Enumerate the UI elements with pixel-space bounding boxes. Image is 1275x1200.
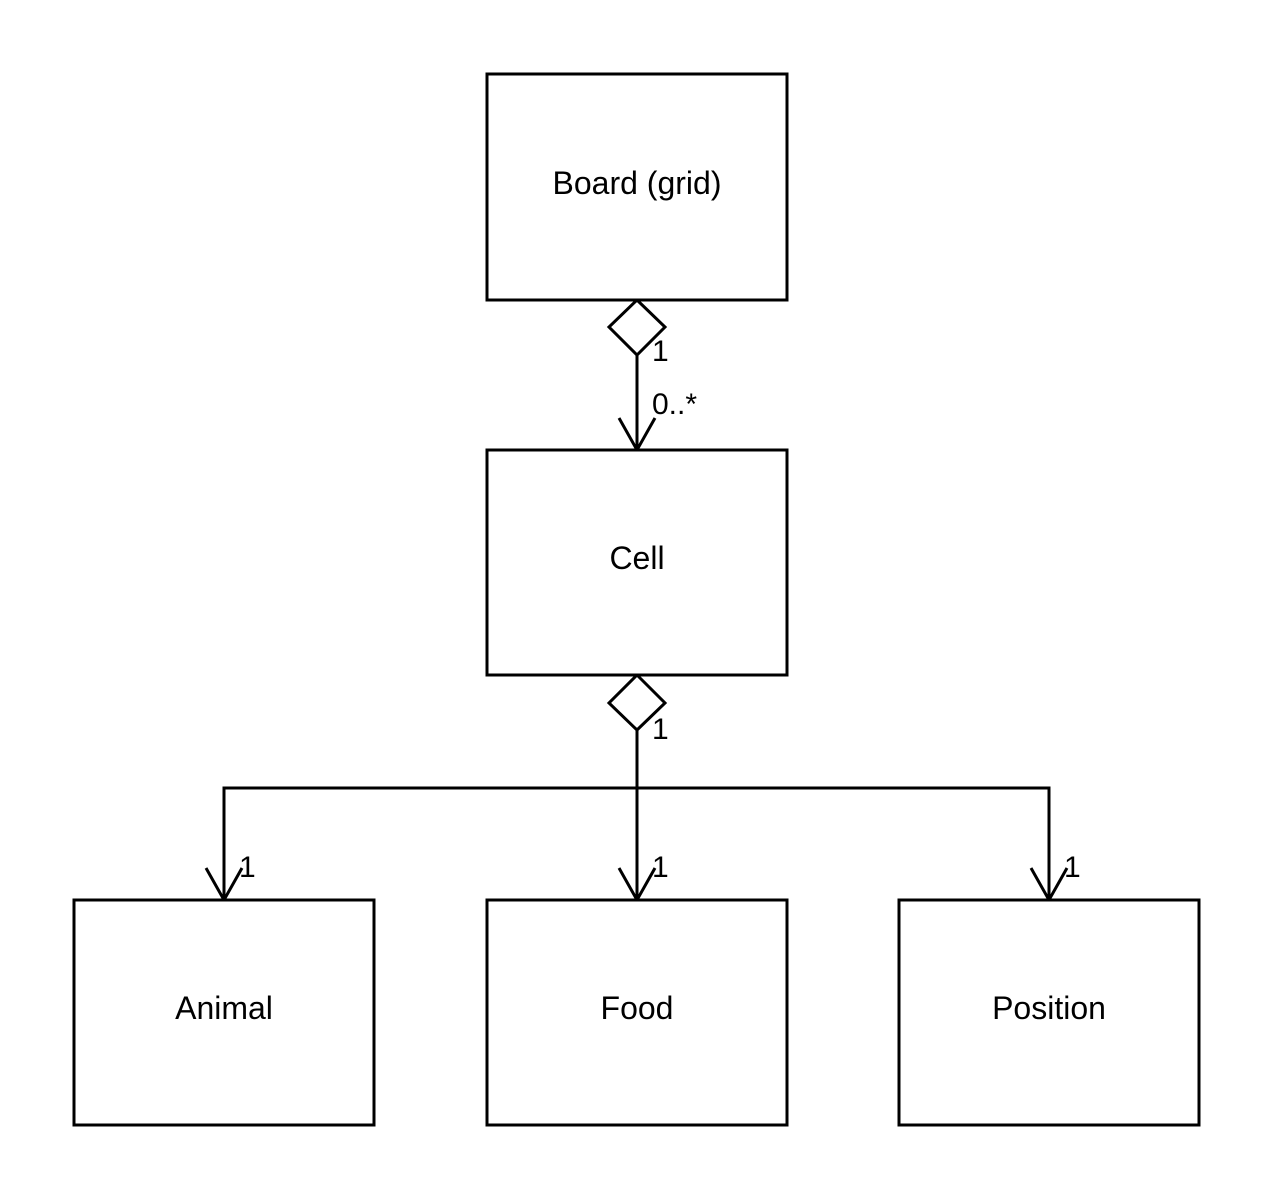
food-label: Food: [601, 990, 674, 1026]
food-multiplicity: 1: [652, 851, 669, 884]
animal-box: [72, 898, 376, 1127]
class-board: Board (grid): [485, 72, 789, 302]
cell-box: [485, 448, 789, 677]
class-position: Position: [897, 898, 1201, 1127]
class-cell: Cell: [485, 448, 789, 677]
cell-aggregation-diamond: [606, 672, 668, 733]
position-box: [897, 898, 1201, 1127]
position-multiplicity: 1: [1064, 851, 1081, 884]
cell-children-aggregation: [204, 672, 1069, 904]
board-multiplicity: 1: [652, 335, 669, 368]
cell-source-multiplicity: 1: [652, 713, 669, 746]
cell-label: Cell: [609, 540, 664, 576]
board-cell-aggregation: [606, 297, 668, 454]
animal-multiplicity: 1: [239, 851, 256, 884]
position-label: Position: [992, 990, 1106, 1026]
class-food: Food: [485, 898, 789, 1127]
board-label: Board (grid): [553, 165, 722, 201]
animal-label: Animal: [175, 990, 273, 1026]
board-box: [485, 72, 789, 302]
cell-target-multiplicity: 0..*: [652, 388, 697, 421]
food-box: [485, 898, 789, 1127]
board-aggregation-diamond: [606, 297, 668, 358]
cell-branch-line: [222, 786, 1051, 900]
class-animal: Animal: [72, 898, 376, 1127]
